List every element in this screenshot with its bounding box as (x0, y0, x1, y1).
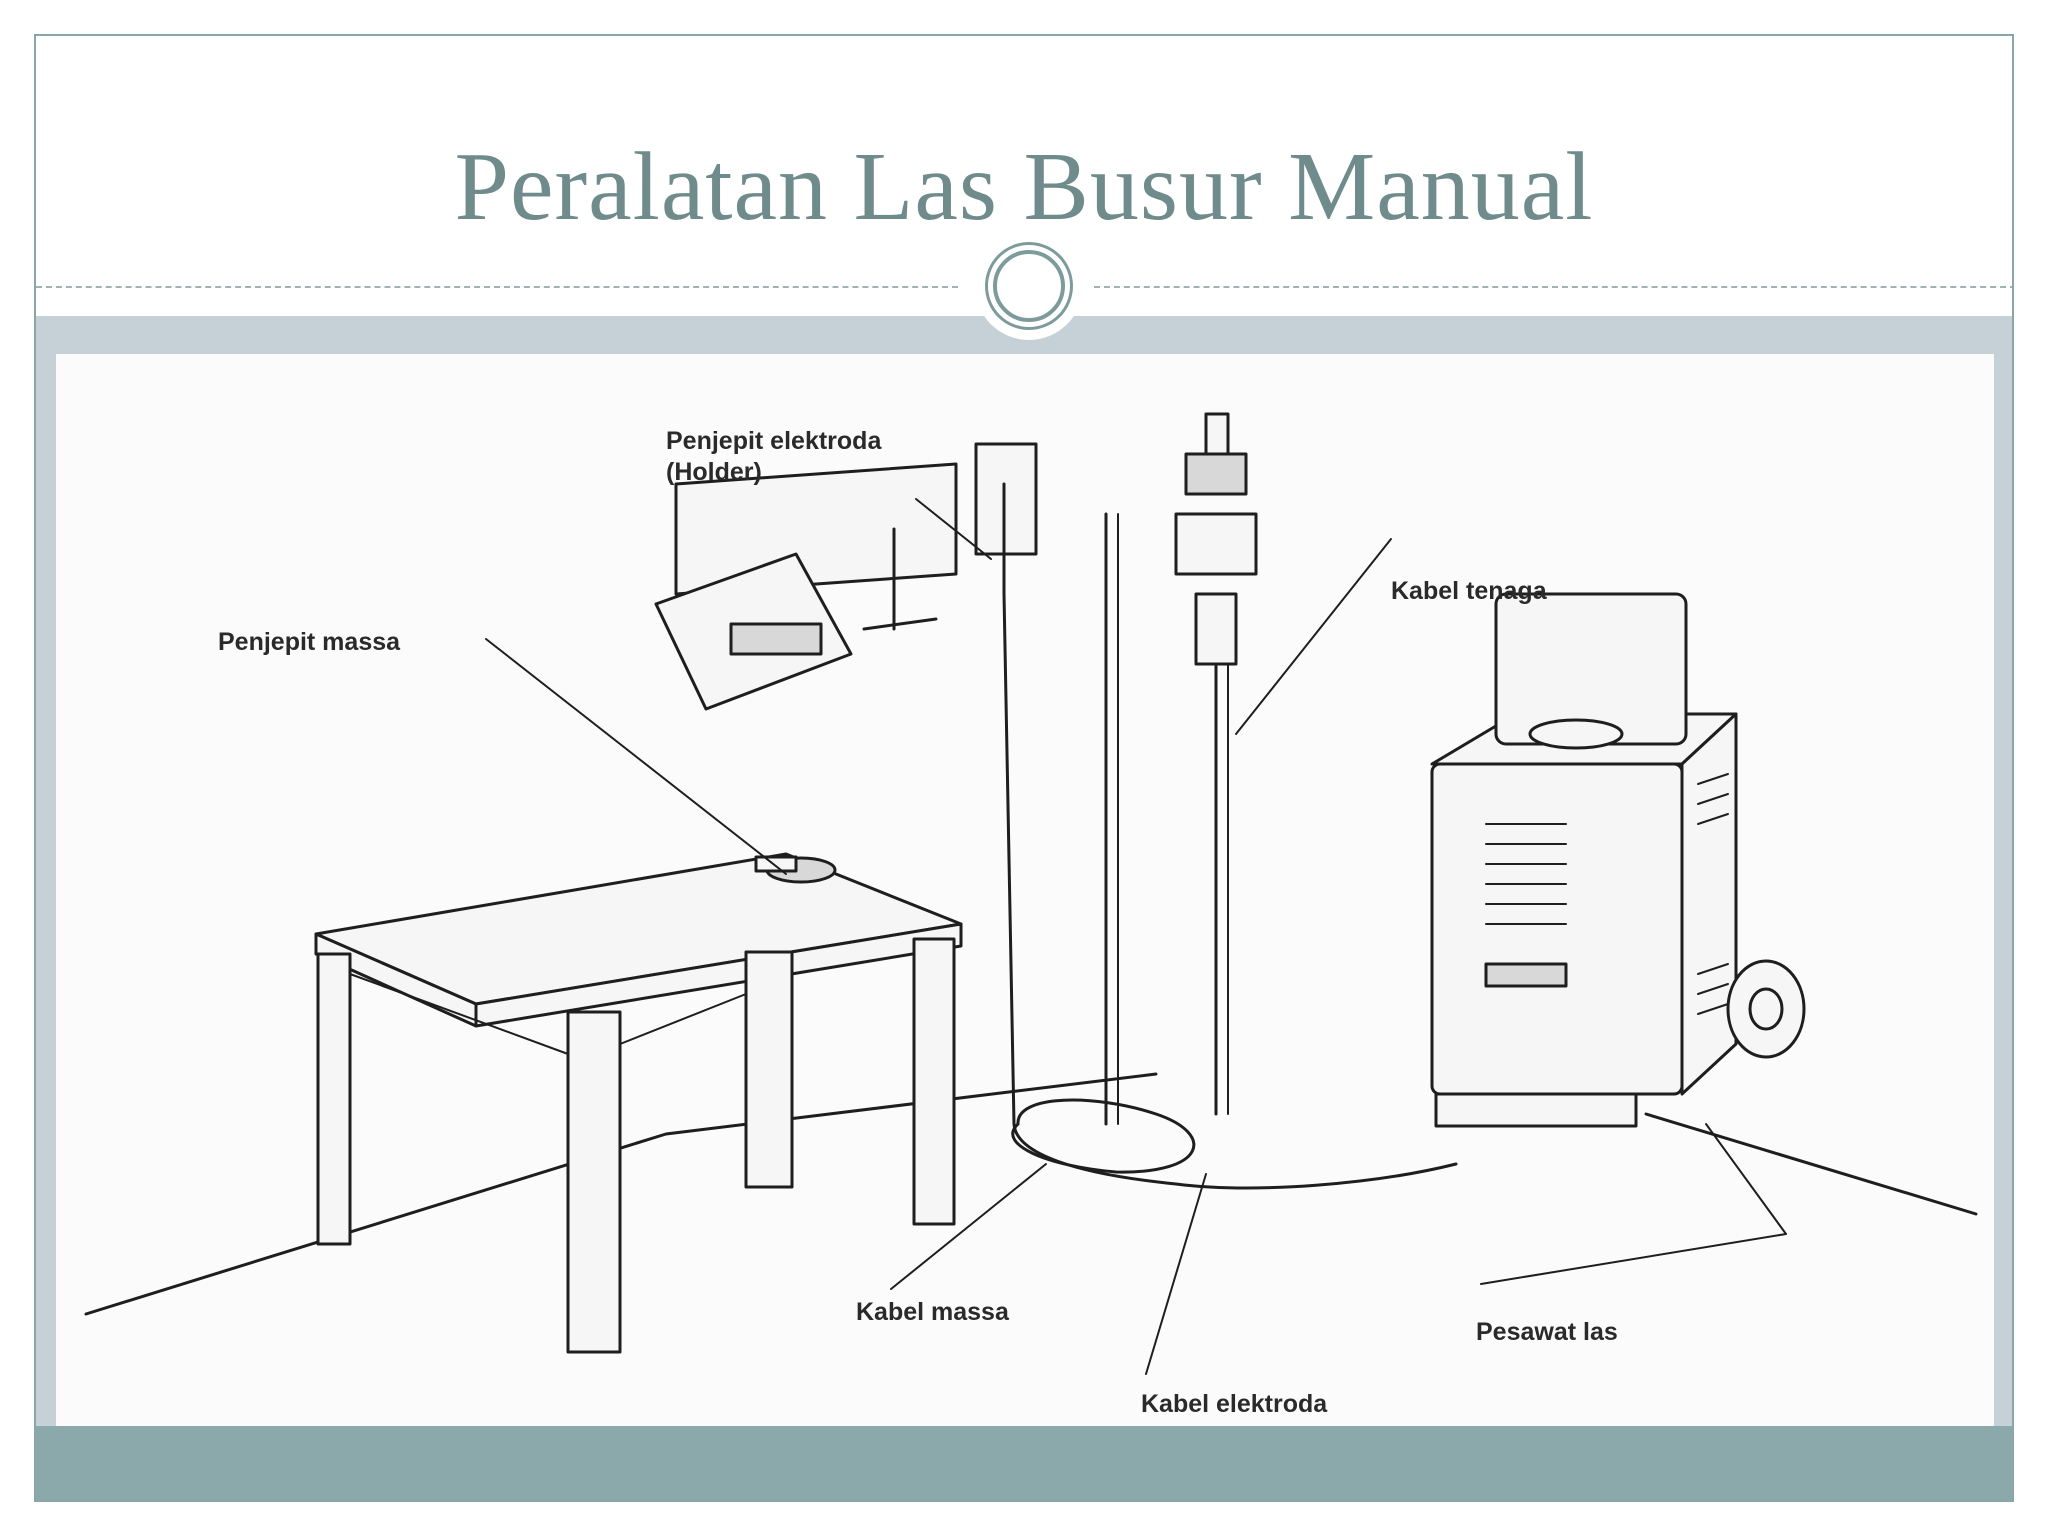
slide: Peralatan Las Busur Manual (34, 34, 2014, 1502)
wall-floor-line-right (1644, 1112, 1978, 1216)
label-power-cable: Kabel tenaga (1391, 577, 1548, 605)
holder-hanger (654, 442, 1038, 711)
circle-ornament (975, 232, 1083, 340)
label-mass-cable: Kabel massa (856, 1298, 1010, 1326)
leader-mass-cable (890, 1163, 1047, 1290)
welding-machine-drawing (1430, 592, 1806, 1128)
leader-mass-clamp (485, 638, 787, 875)
leader-machine-1 (1480, 1233, 1787, 1285)
divider-right (1094, 286, 2012, 288)
leader-power-cable (1235, 538, 1392, 735)
leader-electrode-cable (1145, 1173, 1207, 1375)
divider-left (36, 286, 958, 288)
slide-title: Peralatan Las Busur Manual (454, 133, 1594, 241)
bottom-accent-bar (36, 1426, 2012, 1500)
label-holder-line2: (Holder) (666, 458, 762, 486)
label-electrode-cable: Kabel elektroda (1141, 1390, 1328, 1418)
label-mass-clamp: Penjepit massa (218, 628, 401, 656)
leader-machine-2 (1705, 1123, 1787, 1235)
mass-clamp-drawing (754, 855, 837, 884)
ornament-outer-ring (985, 242, 1073, 330)
electrode-cable-wire (1002, 592, 1458, 1190)
welding-diagram: Penjepit elektroda (Holder) Kabel tenaga… (84, 412, 1978, 1418)
welding-equipment-illustration: Penjepit elektroda (Holder) Kabel tenaga… (56, 354, 1994, 1432)
label-welding-machine: Pesawat las (1476, 1318, 1618, 1346)
welding-table (314, 852, 963, 1354)
ornament-inner-ring (993, 250, 1065, 322)
leader-holder (915, 498, 992, 560)
power-plug-drawing (1174, 412, 1258, 1116)
wall-floor-line-left (84, 1072, 1158, 1316)
label-holder-line1: Penjepit elektroda (666, 427, 882, 455)
cable-coil (1011, 1098, 1196, 1174)
